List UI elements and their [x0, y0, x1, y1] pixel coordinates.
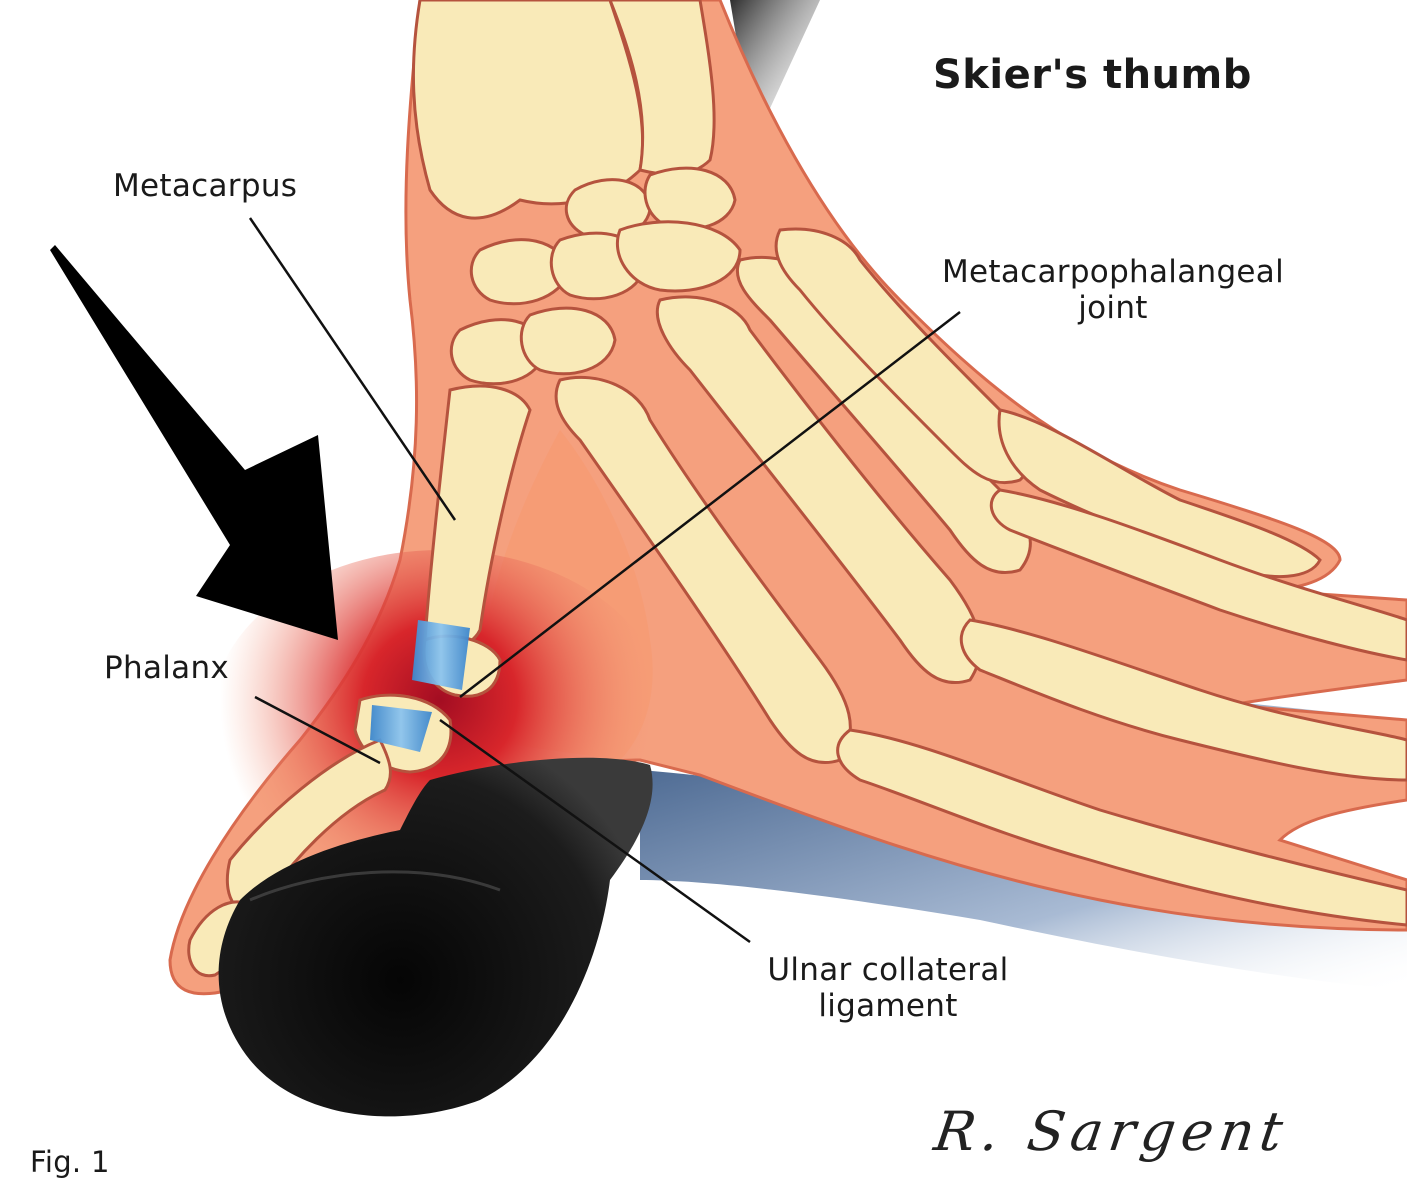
label-ucl-line2: ligament — [818, 988, 958, 1024]
leader-phalanx — [254, 695, 381, 765]
leader-metacarpus — [248, 217, 457, 521]
label-ucl: Ulnar collateral ligament — [748, 952, 1028, 1024]
label-mcp-joint-line2: joint — [1078, 290, 1148, 326]
figure-title: Skier's thumb — [933, 52, 1252, 98]
leader-lines — [248, 217, 961, 944]
label-ucl-line1: Ulnar collateral — [767, 952, 1009, 988]
leader-mcp-joint — [459, 311, 961, 698]
figure-number: Fig. 1 — [30, 1145, 110, 1179]
bones — [187, 0, 1407, 978]
artist-signature: R. Sargent — [930, 1100, 1293, 1163]
ski-pole-grip — [218, 757, 653, 1117]
label-mcp-joint-line1: Metacarpophalangeal — [941, 254, 1285, 290]
leader-ucl — [439, 718, 751, 944]
label-metacarpus: Metacarpus — [113, 168, 298, 204]
force-arrow — [50, 245, 338, 640]
label-mcp-joint: Metacarpophalangeal joint — [918, 254, 1308, 326]
ulnar-collateral-ligament — [370, 620, 470, 752]
label-phalanx: Phalanx — [104, 650, 230, 686]
